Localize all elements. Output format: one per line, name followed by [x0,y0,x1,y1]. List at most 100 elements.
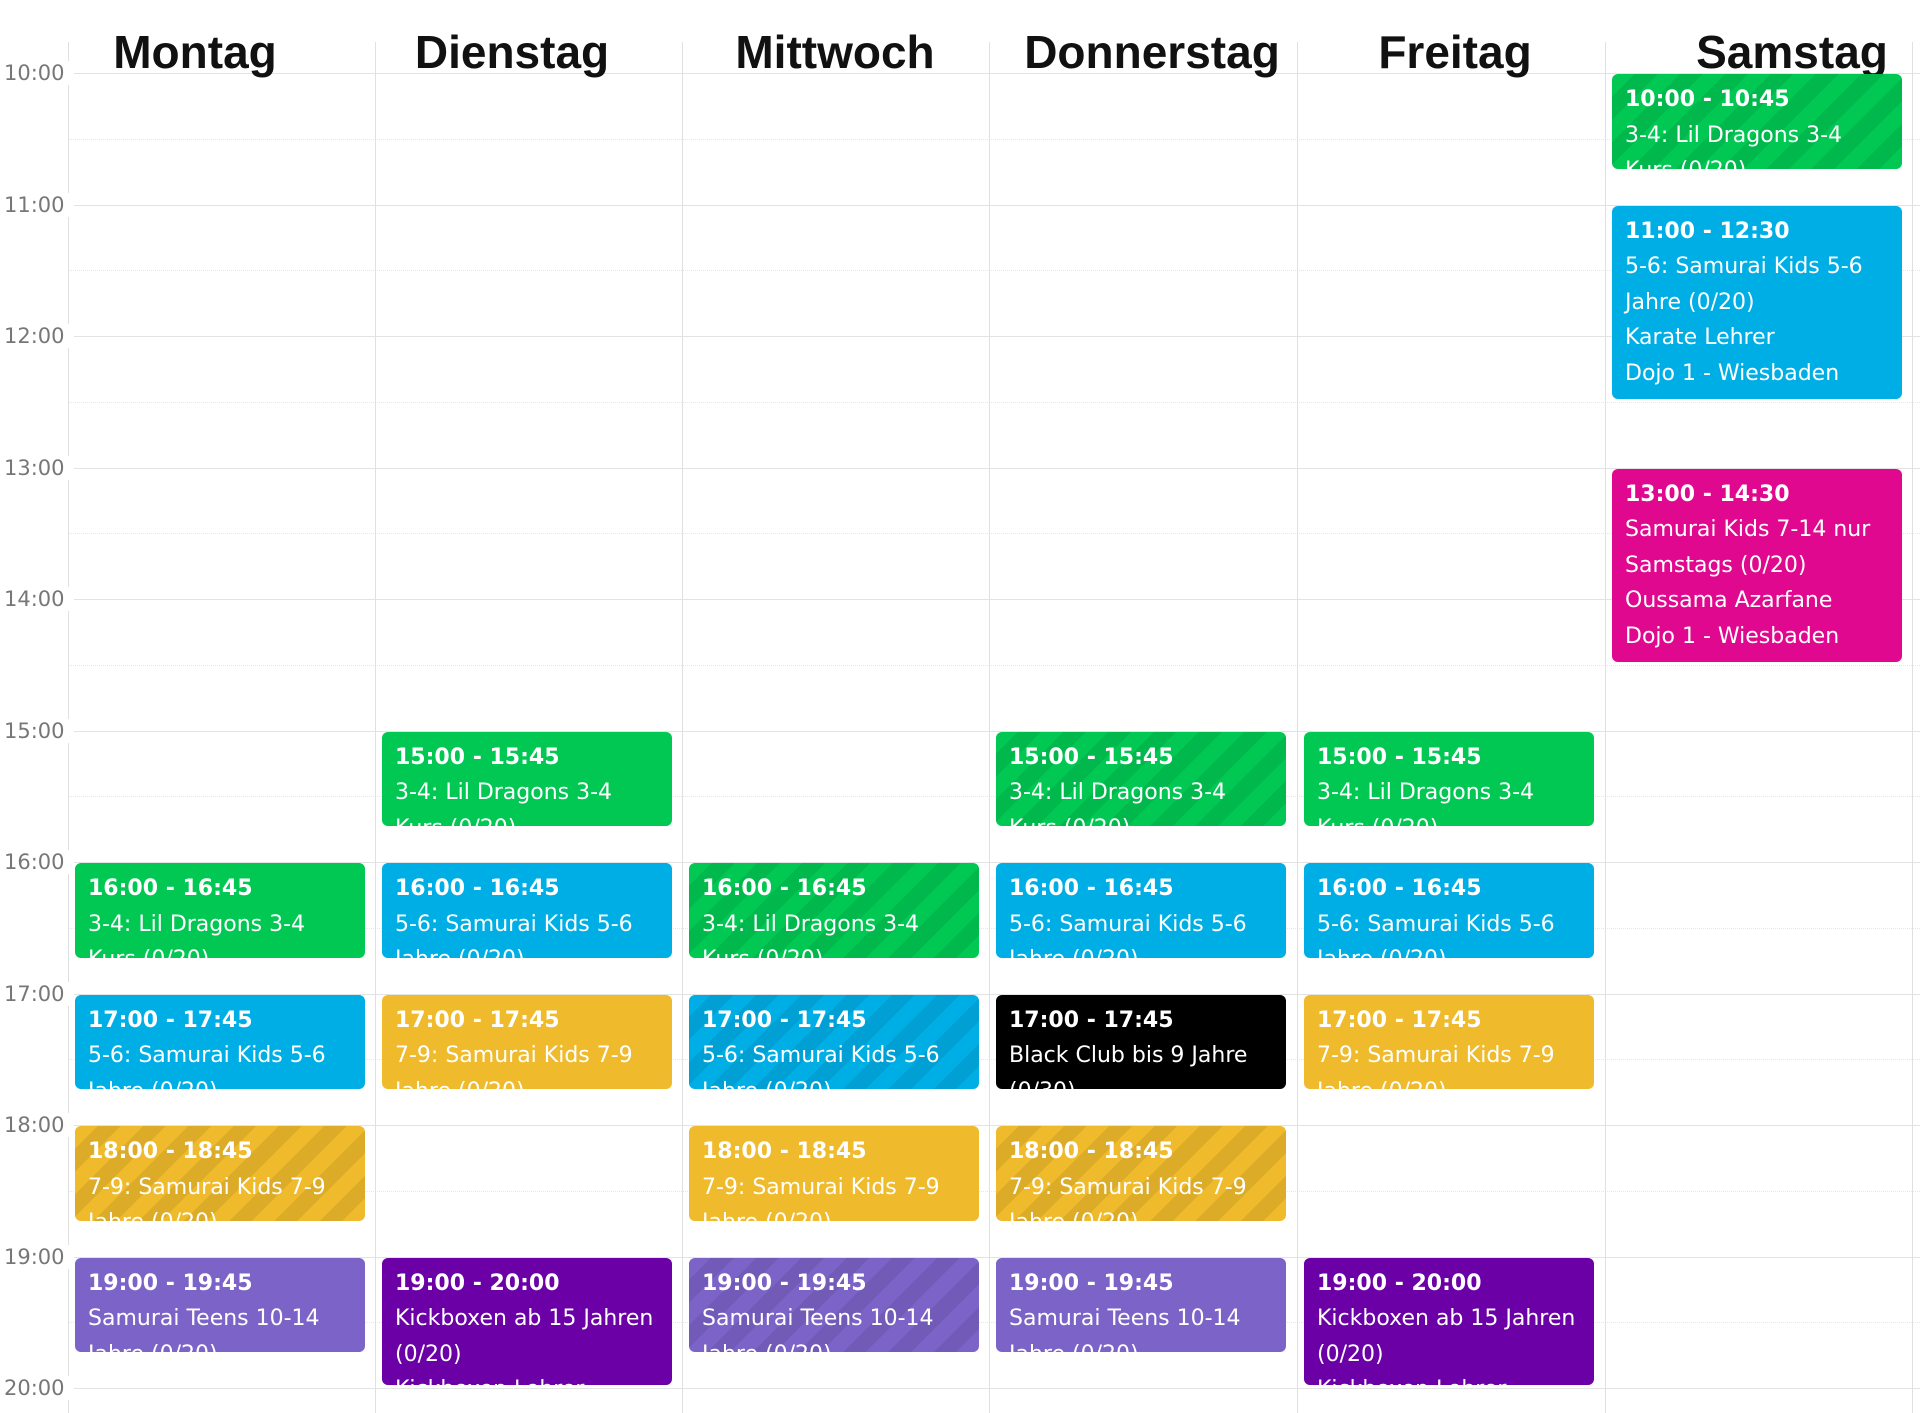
calendar-event[interactable]: 18:00 - 18:45 7-9: Samurai Kids 7-9 Jahre… [689,1126,979,1221]
event-title: 5-6: Samurai Kids 5-6 Jahre (0/20) [1009,911,1247,958]
event-time: 16:00 - 16:45 [702,876,867,901]
calendar-event[interactable]: 15:00 - 15:453-4: Lil Dragons 3-4 Kurs (… [996,731,1286,827]
event-title: 5-6: Samurai Kids 5-6 Jahre (0/20) [1625,254,1863,315]
day-header-samstag: Samstag [1696,26,1888,78]
event-time: 17:00 - 17:45 [1009,1007,1174,1033]
event-time: 19:00 - 20:00 [1317,1270,1482,1296]
calendar-event[interactable]: 18:00 - 18:45 7-9: Samurai Kids 7-9 Jahre… [75,1126,365,1221]
event-time: 16:00 - 16:45 [88,876,253,901]
half-hour-gridline [68,1059,1920,1061]
calendar-event[interactable]: 16:00 - 16:453-4: Lil Dragons 3-4 Kurs (… [75,863,365,958]
day-header-freitag: Freitag [1378,26,1532,78]
hour-gridline [68,1256,1920,1258]
event-time: 19:00 - 20:00 [395,1270,560,1296]
time-label: 20:00 [4,1376,74,1400]
event-title: 5-6: Samurai Kids 5-6 Jahre (0/20) [1317,911,1555,958]
calendar-event[interactable]: 10:00 - 10:45 3-4: Lil Dragons 3-4 Kurs (… [1612,74,1902,169]
half-hour-gridline [68,138,1920,140]
event-time: 17:00 - 17:45 [395,1007,560,1033]
day-column-divider [1605,42,1606,1413]
day-column-divider [1297,42,1298,1413]
time-label: 16:00 [4,850,74,874]
event-time: 16:00 - 16:45 [1317,876,1482,901]
hour-gridline [68,1125,1920,1126]
calendar-event[interactable]: 15:00 - 15:45 3-4: Lil Dragons 3-4 Kurs (… [1304,731,1594,827]
day-header-montag: Montag [113,26,277,78]
event-title: 7-9: Samurai Kids 7-9 Jahre (0/20) [88,1174,326,1221]
event-title: Black Club bis 9 Jahre (0/30) [1009,1043,1248,1089]
half-hour-gridline [68,927,1920,929]
event-detail: Oussama Azarfane [1625,588,1833,613]
event-time: 19:00 - 19:45 [1009,1270,1174,1296]
calendar-event[interactable]: 17:00 - 17:457-9: Samurai Kids 7-9 Jahre… [1304,994,1594,1090]
event-title: Kickboxen ab 15 Jahren (0/20) [1317,1306,1576,1367]
event-time: 19:00 - 19:45 [702,1270,867,1296]
calendar-event[interactable]: 16:00 - 16:455-6: Samurai Kids 5-6 Jahre… [382,863,672,958]
hour-gridline [68,730,1920,732]
calendar-event[interactable]: 17:00 - 17:455-6: Samurai Kids 5-6 Jahre… [689,994,979,1090]
time-label: 11:00 [4,192,74,217]
half-hour-gridline [68,270,1920,272]
day-column-divider [1912,42,1913,1413]
half-hour-gridline [68,1190,1920,1192]
hour-gridline [68,599,1920,600]
event-detail: Dojo 1 - Wiesbaden [1625,360,1840,386]
calendar-event[interactable]: 16:00 - 16:45 5-6: Samurai Kids 5-6 Jahre… [1304,863,1594,958]
calendar-event[interactable]: 16:00 - 16:45 3-4: Lil Dragons 3-4 Kurs (… [689,863,979,958]
hour-gridline [68,73,1920,74]
event-title: 3-4: Lil Dragons 3-4 Kurs (0/20) [1317,780,1535,826]
event-title: Samurai Teens 10-14 Jahre (0/20) [702,1306,934,1352]
half-hour-gridline [68,533,1920,535]
calendar-event[interactable]: 18:00 - 18:457-9: Samurai Kids 7-9 Jahre… [996,1126,1286,1221]
event-title: Kickboxen ab 15 Jahren (0/20) [395,1306,654,1367]
event-time: 18:00 - 18:45 [1009,1139,1174,1164]
hour-gridline [68,336,1920,337]
calendar-event[interactable]: 15:00 - 15:45 3-4: Lil Dragons 3-4 Kurs (… [382,731,672,827]
event-title: Samurai Teens 10-14 Jahre (0/20) [88,1306,320,1352]
time-label: 17:00 [4,981,74,1006]
time-label: 13:00 [4,455,74,480]
calendar-event[interactable]: 16:00 - 16:455-6: Samurai Kids 5-6 Jahre… [996,863,1286,958]
event-title: 3-4: Lil Dragons 3-4 Kurs (0/20) [1009,780,1227,826]
event-time: 17:00 - 17:45 [88,1007,253,1033]
half-hour-gridline [68,796,1920,798]
day-header-donnerstag: Donnerstag [1024,26,1280,78]
event-time: 15:00 - 15:45 [1317,744,1482,770]
day-header-mittwoch: Mittwoch [735,26,935,78]
hour-gridline [68,993,1920,995]
time-label: 12:00 [4,324,74,348]
time-label: 18:00 [4,1113,74,1137]
time-label: 19:00 [4,1244,74,1269]
day-column-divider [682,42,683,1413]
half-hour-gridline [68,401,1920,403]
day-column-divider [375,42,376,1413]
event-detail: Karate Lehrer [1625,325,1775,350]
time-label: 15:00 [4,718,74,743]
event-time: 15:00 - 15:45 [395,744,560,770]
event-time: 10:00 - 10:45 [1625,87,1790,112]
event-title: 5-6: Samurai Kids 5-6 Jahre (0/20) [88,1043,326,1089]
event-title: 3-4: Lil Dragons 3-4 Kurs (0/20) [702,911,920,958]
event-time: 18:00 - 18:45 [88,1139,253,1164]
event-title: 7-9: Samurai Kids 7-9 Jahre (0/20) [702,1174,940,1221]
calendar-event[interactable]: 17:00 - 17:457-9: Samurai Kids 7-9 Jahre… [382,994,672,1090]
hour-gridline [68,467,1920,469]
event-detail: Dojo 1 - Wiesbaden [1625,623,1840,649]
event-title: 3-4: Lil Dragons 3-4 Kurs (0/20) [395,780,613,826]
event-title: 3-4: Lil Dragons 3-4 Kurs (0/20) [1625,122,1843,169]
time-label: 10:00 [4,61,74,85]
event-title: 7-9: Samurai Kids 7-9 Jahre (0/20) [1317,1043,1555,1089]
calendar-event[interactable]: 17:00 - 17:45 5-6: Samurai Kids 5-6 Jahre… [75,994,365,1090]
event-detail: Kickboxen Lehrer [1317,1372,1581,1385]
day-column-divider [989,42,990,1413]
event-time: 18:00 - 18:45 [702,1139,867,1164]
